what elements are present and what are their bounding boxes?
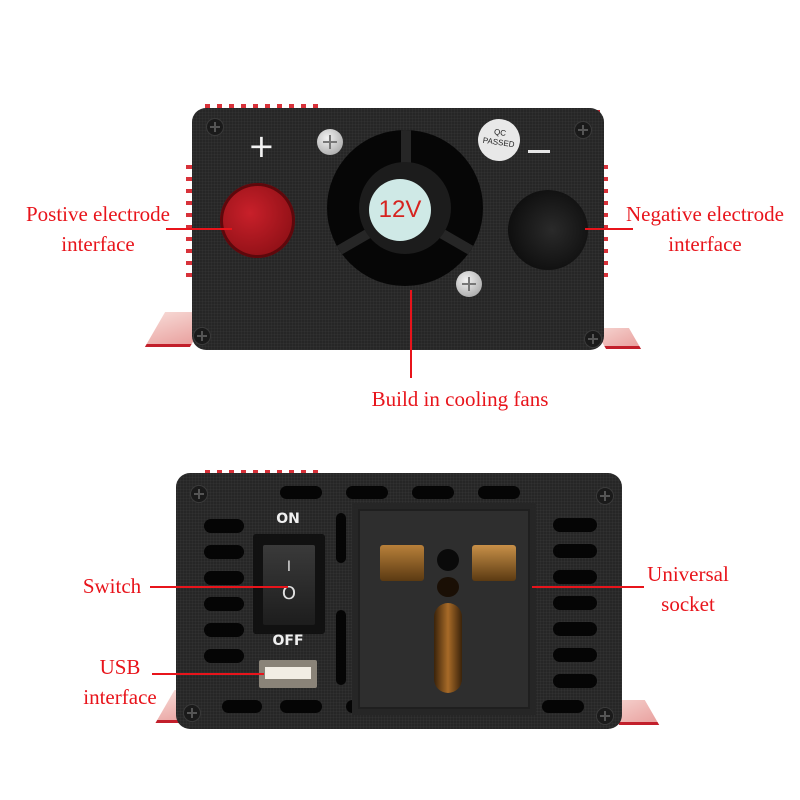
usb-label-line1: USB (99, 655, 141, 679)
socket-label-line2: socket (661, 592, 715, 616)
socket-ground-hole (437, 549, 459, 571)
socket-leader-line (532, 586, 644, 588)
negative-electrode-label: Negative electrode interface (605, 201, 800, 257)
socket-label-line1: Universal (647, 562, 729, 586)
socket-slot-center (434, 603, 462, 693)
screw-icon (183, 704, 201, 722)
screw-icon (190, 485, 208, 503)
left-heatsink-fins (186, 165, 194, 285)
usb-label-line2: interface (83, 685, 157, 709)
usb-leader-line (152, 673, 264, 675)
cooling-fans-label: Build in cooling fans (371, 387, 549, 411)
socket-slot-right (472, 545, 516, 581)
negative-terminal-cap[interactable] (508, 190, 588, 270)
negative-label-line1: Negative electrode (626, 202, 784, 226)
fan-spoke (401, 130, 411, 170)
silver-screw-icon (456, 271, 482, 297)
positive-leader-line (166, 228, 232, 230)
positive-label-line2: interface (61, 232, 135, 256)
switch-off-glyph: O (281, 583, 297, 604)
fan-voltage-label: 12V (369, 179, 431, 241)
usb-interface-label: USB interface (70, 654, 170, 710)
screw-icon (193, 327, 211, 345)
switch-label: Switch (82, 574, 142, 598)
negative-label-line2: interface (668, 232, 742, 256)
usb-port[interactable] (259, 660, 317, 688)
switch-on-label: ON (276, 511, 300, 527)
positive-electrode-label: Postive electrode interface (8, 201, 188, 257)
top-heatsink-fins (205, 104, 325, 109)
vertical-vent-slot (336, 610, 346, 685)
right-heatsink-fins (600, 165, 608, 285)
fans-leader-line (410, 290, 412, 378)
switch-leader-line (150, 586, 288, 588)
usb-port-tongue (265, 667, 311, 679)
universal-socket[interactable] (352, 503, 536, 715)
screw-icon (596, 487, 614, 505)
vertical-vent-slot (336, 513, 346, 563)
switch-on-glyph: I (286, 559, 292, 575)
socket-slot-left (380, 545, 424, 581)
socket-ground-hole-2 (437, 577, 459, 597)
rocker-switch[interactable]: I O (263, 545, 315, 625)
universal-socket-label: Universal socket (628, 561, 748, 617)
plus-symbol: + (248, 127, 275, 165)
silver-screw-icon (317, 129, 343, 155)
screw-icon (574, 121, 592, 139)
minus-symbol (528, 150, 550, 153)
fan-voltage-text: 12V (378, 196, 422, 223)
negative-leader-line (585, 228, 633, 230)
positive-label-line1: Postive electrode (25, 202, 171, 226)
switch-off-label: OFF (272, 633, 304, 649)
positive-terminal-cap[interactable] (220, 183, 295, 258)
screw-icon (206, 118, 224, 136)
screw-icon (596, 707, 614, 725)
top-heatsink-fins (205, 470, 320, 475)
screw-icon (584, 330, 602, 348)
